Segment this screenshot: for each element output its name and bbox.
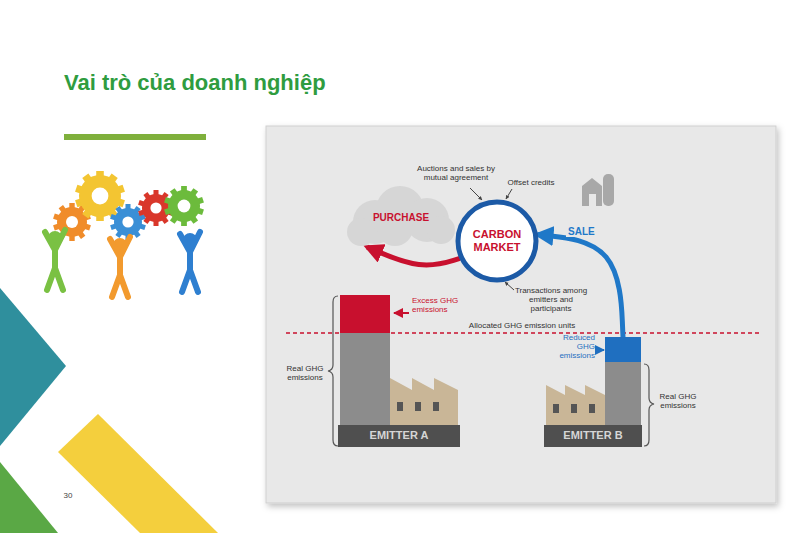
note-label: Auctions and sales by mutual agreement (410, 164, 502, 182)
emitter-band: EMITTER B (544, 425, 642, 447)
diagram-panel (266, 126, 776, 503)
slide-title: Vai trò của doanh nghiệp (64, 70, 326, 96)
bracket-label: Real GHG emissions (284, 364, 326, 382)
purchase-cloud: PURCHASE (345, 184, 457, 248)
node-text: EMITTER A (338, 425, 460, 442)
flow-arrow (367, 247, 460, 265)
factory-b (546, 385, 605, 425)
bracket-label: Real GHG emissions (656, 392, 700, 410)
emitter-band: EMITTER A (338, 425, 460, 447)
factory-a (390, 378, 458, 425)
node-text: Reduced GHG emissions (547, 333, 595, 361)
excess-box: Excess GHG emissions (340, 295, 390, 333)
node-text: EMITTER B (544, 425, 642, 442)
factory-windows (553, 404, 595, 413)
market-circle: CARBON MARKET (455, 199, 539, 283)
note-label: Offset credits (500, 178, 562, 187)
node-text: CARBON MARKET (465, 228, 529, 253)
leader-line (506, 189, 512, 199)
line-label: Allocated GHG emission units (462, 321, 582, 330)
barn-icon (582, 174, 614, 206)
teal-triangle (0, 288, 66, 446)
leader-line (505, 282, 514, 290)
title-bar (64, 134, 206, 140)
factory-windows (397, 402, 439, 411)
bracket-b (644, 364, 654, 446)
gears-illustration (45, 171, 204, 297)
green-corner (0, 462, 58, 533)
bracket-a (328, 296, 338, 446)
reduced-box: Reduced GHG emissions (605, 337, 641, 362)
page-number: 30 (56, 491, 80, 500)
leader-line (470, 188, 482, 200)
reduced-pointer (596, 349, 604, 351)
node-text: Excess GHG emissions (412, 296, 464, 314)
node-text: PURCHASE (355, 212, 447, 224)
excess-pointer (394, 312, 409, 314)
chimney-a (340, 333, 390, 425)
yellow-band (58, 414, 218, 533)
edge-label: SALE (566, 226, 597, 237)
chimney-b (605, 362, 641, 425)
note-label: Transactions among emitters and particip… (508, 286, 594, 314)
